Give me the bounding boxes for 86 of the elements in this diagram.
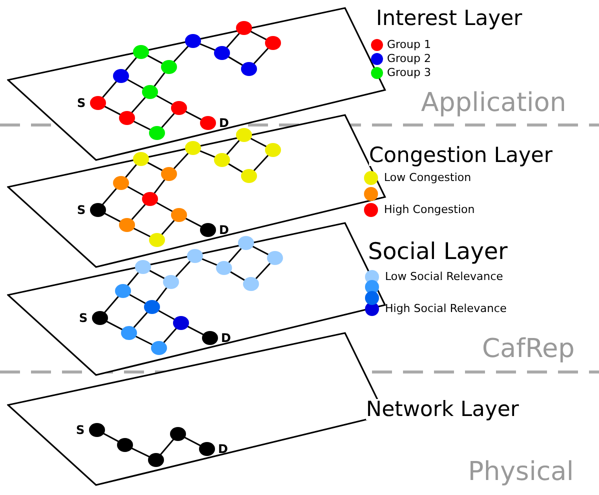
link-line [104, 106, 122, 116]
link-line [161, 220, 175, 236]
link-line [184, 218, 202, 228]
link-line [186, 326, 204, 336]
node-label: D [219, 223, 229, 237]
network-node [133, 152, 149, 166]
link-line [199, 42, 216, 52]
node-label: D [219, 116, 229, 130]
link-line [154, 179, 166, 194]
link-line [131, 96, 146, 114]
network-node [187, 249, 203, 263]
link-line [102, 188, 118, 206]
link-line [126, 78, 144, 90]
link-line [124, 164, 138, 178]
link-line [133, 312, 148, 328]
legend-text: Group 3 [387, 67, 431, 79]
tier-label: Physical [468, 459, 574, 485]
layer-title: Network Layer [366, 399, 519, 420]
network-node [236, 21, 252, 35]
link-line [128, 294, 146, 304]
network-node [185, 141, 201, 155]
link-line [228, 248, 242, 264]
link-line [255, 262, 271, 280]
link-line [173, 46, 189, 62]
link-line [134, 335, 154, 346]
link-line [104, 296, 120, 314]
link-line [106, 320, 124, 330]
node-label: S [79, 311, 88, 325]
link-line [199, 150, 216, 158]
link-line [173, 152, 189, 170]
legend-text: Low Congestion [384, 172, 472, 184]
link-line [184, 436, 202, 446]
legend-text: High Social Relevance [385, 303, 507, 315]
link-line [228, 56, 244, 66]
network-node [135, 260, 151, 274]
network-node [133, 45, 149, 59]
link-line [252, 246, 270, 256]
link-line [160, 438, 174, 456]
link-line [230, 270, 246, 282]
link-line [126, 186, 144, 196]
tier-label: CafRep [482, 336, 575, 362]
link-line [175, 260, 191, 278]
link-line [130, 447, 150, 458]
layer-title: Congestion Layer [369, 145, 552, 166]
link-line [146, 162, 164, 172]
link-line [126, 272, 140, 286]
link-line [146, 54, 164, 64]
node-label: D [221, 331, 231, 345]
link-line [104, 212, 122, 222]
link-line [158, 310, 176, 320]
node-label: S [77, 96, 86, 110]
node-label: D [218, 442, 228, 456]
legend-text: Low Social Relevance [385, 271, 504, 283]
link-line [161, 112, 175, 128]
link-line [124, 56, 138, 72]
link-line [184, 110, 202, 120]
link-line [201, 258, 218, 266]
legend-text: High Congestion [384, 204, 475, 216]
legend-text: Group 2 [387, 53, 431, 65]
network-node [238, 236, 254, 250]
link-line [132, 120, 152, 131]
link-line [253, 48, 269, 64]
link-line [156, 94, 174, 106]
link-line [250, 30, 268, 40]
link-line [250, 138, 268, 148]
layer-title: Social Layer [368, 241, 508, 264]
link-line [228, 162, 244, 174]
link-line [131, 204, 146, 220]
link-line [154, 72, 166, 87]
network-node [236, 128, 252, 142]
layer-title: Interest Layer [376, 8, 522, 29]
network-node [185, 34, 201, 48]
tier-label: Application [421, 90, 566, 116]
link-line [102, 80, 118, 98]
link-line [156, 202, 174, 212]
link-line [226, 32, 240, 48]
link-line [132, 227, 152, 238]
node-label: S [76, 423, 85, 437]
link-line [102, 432, 120, 442]
link-line [253, 154, 269, 172]
link-line [226, 140, 240, 156]
link-line [163, 328, 177, 344]
legend-text: Group 1 [387, 39, 431, 51]
node-label: S [77, 203, 86, 217]
link-line [148, 270, 166, 280]
link-line [156, 287, 168, 302]
